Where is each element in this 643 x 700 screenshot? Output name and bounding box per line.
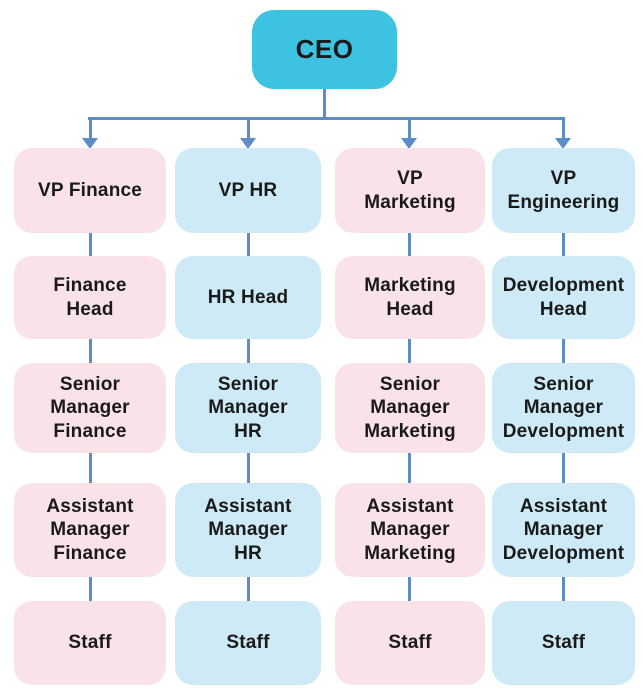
node-staff-marketing[interactable]: Staff (335, 601, 485, 685)
connector-finance-1 (89, 230, 92, 258)
connector-engineering-2 (562, 336, 565, 365)
connector-horizontal-bus (88, 117, 565, 120)
node-staff-finance[interactable]: Staff (14, 601, 166, 685)
node-vp-engineering[interactable]: VP Engineering (492, 148, 635, 233)
connector-engineering-1 (562, 230, 565, 258)
node-vp-finance[interactable]: VP Finance (14, 148, 166, 233)
connector-drop-engineering (562, 117, 565, 140)
connector-drop-hr (247, 117, 250, 140)
node-hr-head[interactable]: HR Head (175, 256, 321, 339)
node-assistant-manager-development[interactable]: Assistant Manager Development (492, 483, 635, 577)
node-assistant-manager-marketing[interactable]: Assistant Manager Marketing (335, 483, 485, 577)
connector-hr-1 (247, 230, 250, 258)
node-staff-engineering[interactable]: Staff (492, 601, 635, 685)
connector-finance-3 (89, 450, 92, 485)
connector-marketing-2 (408, 336, 411, 365)
node-senior-manager-hr[interactable]: Senior Manager HR (175, 363, 321, 453)
node-staff-hr[interactable]: Staff (175, 601, 321, 685)
connector-drop-marketing (408, 117, 411, 140)
connector-finance-2 (89, 336, 92, 365)
node-development-head[interactable]: Development Head (492, 256, 635, 339)
arrow-down-finance-icon (82, 138, 98, 149)
connector-marketing-1 (408, 230, 411, 258)
connector-engineering-3 (562, 450, 565, 485)
arrow-down-hr-icon (240, 138, 256, 149)
node-ceo[interactable]: CEO (252, 10, 397, 89)
connector-drop-finance (89, 117, 92, 140)
node-vp-marketing[interactable]: VP Marketing (335, 148, 485, 233)
connector-hr-4 (247, 574, 250, 603)
connector-marketing-4 (408, 574, 411, 603)
connector-hr-2 (247, 336, 250, 365)
connector-finance-4 (89, 574, 92, 603)
arrow-down-marketing-icon (401, 138, 417, 149)
node-senior-manager-marketing[interactable]: Senior Manager Marketing (335, 363, 485, 453)
node-senior-manager-development[interactable]: Senior Manager Development (492, 363, 635, 453)
connector-ceo-stem (323, 88, 326, 119)
node-assistant-manager-hr[interactable]: Assistant Manager HR (175, 483, 321, 577)
arrow-down-engineering-icon (555, 138, 571, 149)
connector-marketing-3 (408, 450, 411, 485)
node-finance-head[interactable]: Finance Head (14, 256, 166, 339)
node-assistant-manager-finance[interactable]: Assistant Manager Finance (14, 483, 166, 577)
node-marketing-head[interactable]: Marketing Head (335, 256, 485, 339)
node-vp-hr[interactable]: VP HR (175, 148, 321, 233)
connector-engineering-4 (562, 574, 565, 603)
node-senior-manager-finance[interactable]: Senior Manager Finance (14, 363, 166, 453)
connector-hr-3 (247, 450, 250, 485)
